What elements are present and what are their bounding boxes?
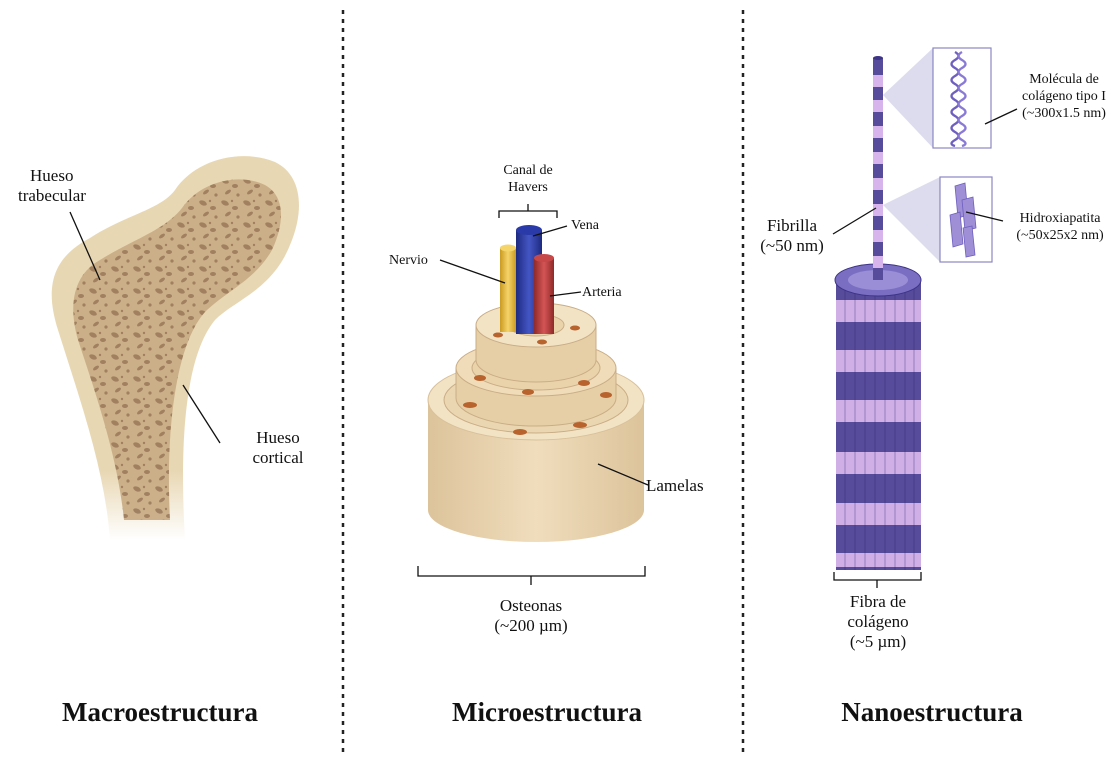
hidroxi-label-line1: Hidroxiapatita: [1004, 210, 1116, 227]
osteonas-label-line2: (~200 µm): [471, 616, 591, 636]
osteonas-bracket: [418, 566, 645, 585]
trabecular-label: Hueso trabecular: [18, 166, 86, 206]
cortical-label-line2: cortical: [238, 448, 318, 468]
fibrilla-label-line2: (~50 nm): [752, 236, 832, 256]
micro-title: Microestructura: [427, 697, 667, 728]
colageno-label-line3: (~300x1.5 nm): [1012, 105, 1116, 122]
hidroxi-label-line2: (~50x25x2 nm): [1004, 227, 1116, 244]
colageno-label-line1: Molécula de: [1012, 71, 1116, 88]
cortical-leader: [183, 385, 220, 443]
cortical-label: Hueso cortical: [238, 428, 318, 468]
arteria-leader: [550, 292, 581, 296]
fibra-label: Fibra de colágeno (~5 µm): [828, 592, 928, 652]
fibrilla-leader: [833, 208, 876, 234]
colageno-label: Molécula de colágeno tipo I (~300x1.5 nm…: [1012, 71, 1116, 122]
trabecular-label-line1: Hueso: [18, 166, 86, 186]
osteonas-label-line1: Osteonas: [471, 596, 591, 616]
colageno-label-line2: colágeno tipo I: [1012, 88, 1116, 105]
cortical-label-line1: Hueso: [238, 428, 318, 448]
vena-label: Vena: [571, 217, 599, 234]
nervio-label: Nervio: [389, 252, 428, 269]
havers-label-line2: Havers: [488, 179, 568, 196]
osteonas-label: Osteonas (~200 µm): [471, 596, 591, 636]
collagen-fiber-illustration: [835, 48, 992, 570]
trabecular-label-line2: trabecular: [18, 186, 86, 206]
macro-title: Macroestructura: [40, 697, 280, 728]
fibra-bracket: [834, 572, 921, 588]
fibra-label-line2: colágeno: [828, 612, 928, 632]
femur-illustration: [52, 156, 299, 540]
lamelas-label: Lamelas: [646, 476, 704, 496]
havers-label: Canal de Havers: [488, 162, 568, 196]
havers-label-line1: Canal de: [488, 162, 568, 179]
nervio-leader: [440, 260, 505, 283]
fibra-label-line3: (~5 µm): [828, 632, 928, 652]
havers-bracket: [499, 204, 557, 218]
fibrilla-label-line1: Fibrilla: [752, 216, 832, 236]
arteria-label: Arteria: [582, 284, 622, 301]
fibra-label-line1: Fibra de: [828, 592, 928, 612]
fibrilla-label: Fibrilla (~50 nm): [752, 216, 832, 256]
osteon-illustration: [428, 225, 644, 542]
hidroxi-label: Hidroxiapatita (~50x25x2 nm): [1004, 210, 1116, 244]
nano-title: Nanoestructura: [812, 697, 1052, 728]
